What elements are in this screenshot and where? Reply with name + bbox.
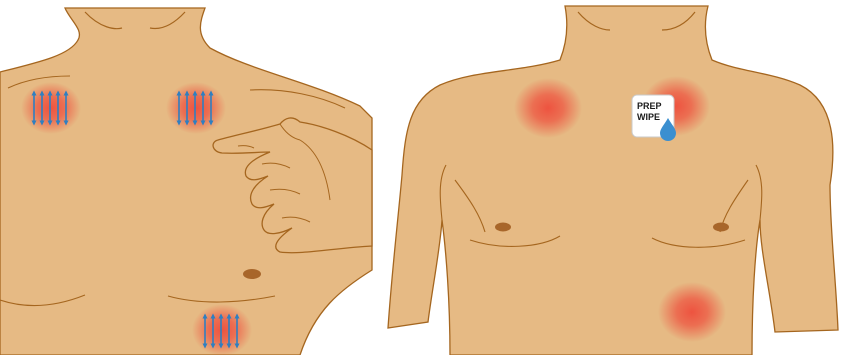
prep-wipe: PREP WIPE <box>632 95 676 141</box>
right-panel: PREP WIPE <box>388 6 838 355</box>
left-nipple <box>243 269 261 279</box>
prep-wipe-label-line1: PREP <box>637 101 662 111</box>
left-site-upper-left-chest <box>166 82 226 134</box>
left-site-lower <box>192 304 252 355</box>
left-site-upper-right-chest <box>21 82 81 134</box>
prep-wipe-label-line2: WIPE <box>637 112 660 122</box>
right-site-upper-left <box>514 78 582 138</box>
right-site-lower <box>658 282 726 342</box>
right-nipple-right <box>713 223 729 232</box>
left-panel <box>0 8 372 355</box>
right-nipple-left <box>495 223 511 232</box>
